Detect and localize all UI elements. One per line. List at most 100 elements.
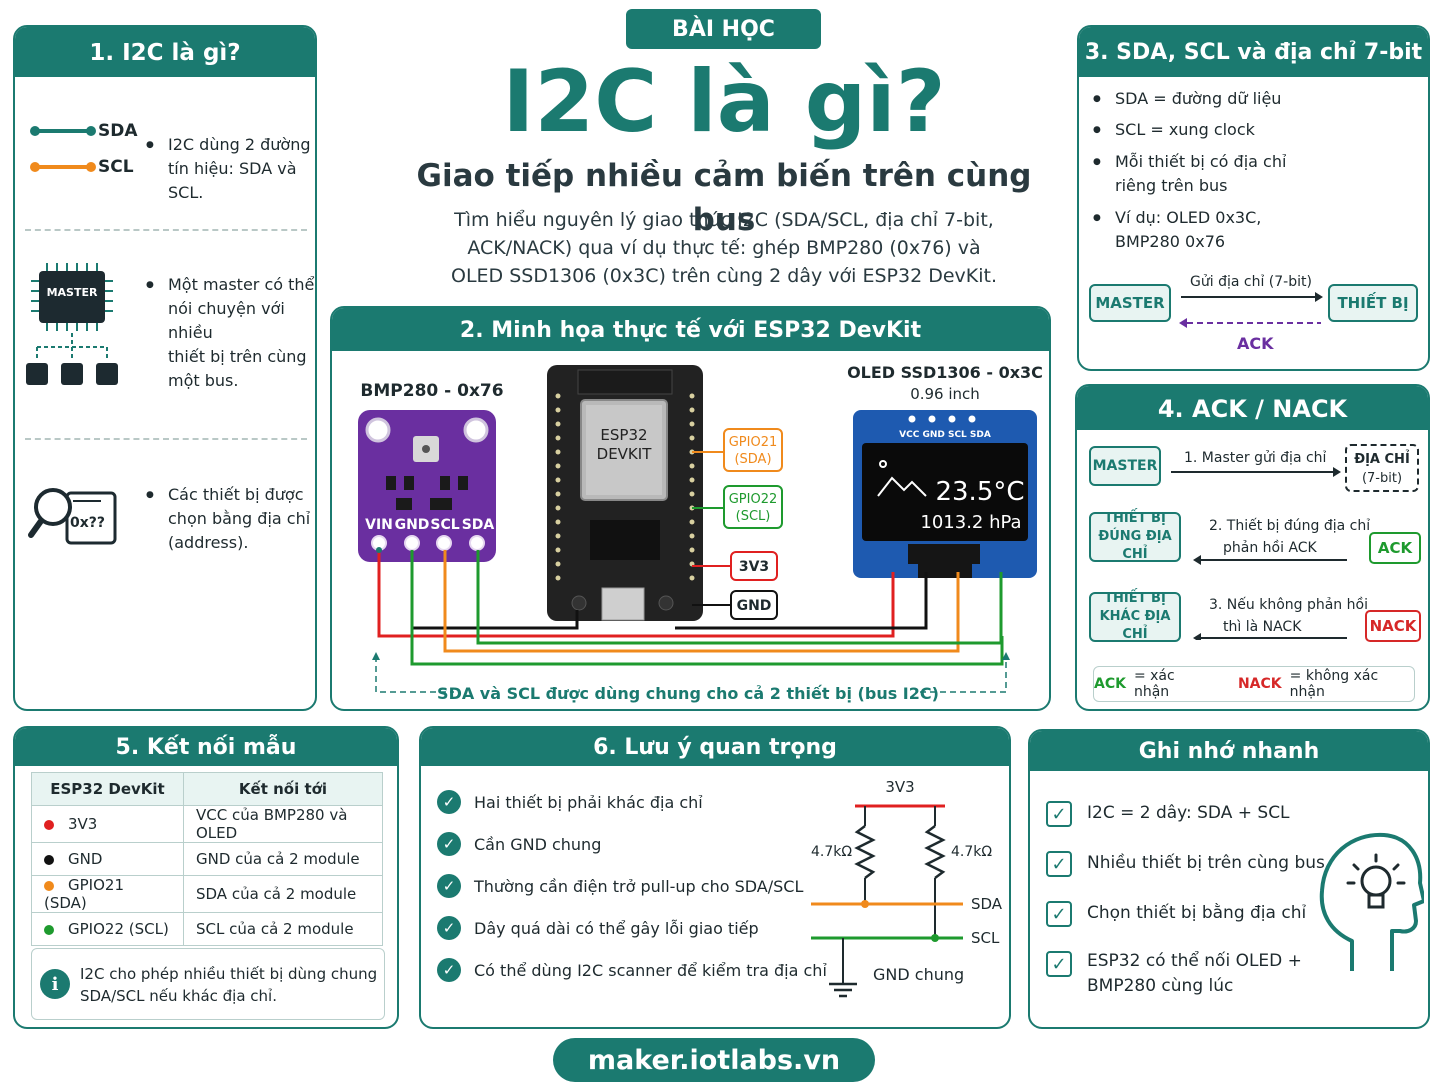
bullet-scl: SCL = xung clock	[1093, 118, 1255, 142]
checkbox-icon: ✓	[1046, 951, 1072, 977]
note-one-master: Một master có thể nói chuyện với nhiều t…	[146, 273, 315, 393]
address-arrows	[1179, 292, 1323, 328]
gpio22-label: GPIO22	[729, 492, 778, 507]
check-icon: ✓	[437, 832, 461, 856]
resistor-1-value: 4.7kΩ	[811, 844, 852, 860]
sda-label: SDA	[98, 121, 138, 141]
section-1-title: 1. I2C là gì?	[15, 27, 315, 77]
table-cell: GPIO21 (SDA)	[31, 875, 184, 913]
oled-temperature: 23.5°C	[935, 477, 1024, 507]
note-item: Cần GND chung	[474, 835, 602, 854]
section-2-title: 2. Minh họa thực tế với ESP32 DevKit	[332, 308, 1049, 351]
pin-name: GND	[68, 850, 103, 868]
address-placeholder: 0x??	[70, 515, 106, 531]
info-text-1: I2C cho phép nhiều thiết bị dùng chung	[80, 965, 378, 983]
step-2-line-1: 2. Thiết bị đúng địa chỉ	[1209, 518, 1371, 534]
section-important-notes: 6. Lưu ý quan trọng ✓ Hai thiết bị phải …	[419, 726, 1011, 1029]
note-two-lines-1: I2C dùng 2 đường	[168, 135, 311, 154]
note-item: Thường cần điện trở pull-up cho SDA/SCL	[474, 877, 804, 896]
step-3-line-1: 3. Nếu không phản hồi	[1209, 597, 1368, 613]
send-address-label: Gửi địa chỉ (7-bit)	[1190, 274, 1312, 290]
device-box: THIẾT BỊ	[1328, 284, 1418, 322]
nack-box: NACK	[1365, 610, 1421, 642]
oled-pin-labels: VCC GND SCL SDA	[899, 430, 991, 440]
master-chip-label: MASTER	[46, 286, 98, 299]
address-box-title: ĐỊA CHỈ	[1354, 452, 1410, 467]
gpio21-sub: (SDA)	[734, 452, 771, 467]
table-row: GND GND của cả 2 module	[31, 842, 383, 876]
address-box: ĐỊA CHỈ (7-bit)	[1345, 444, 1419, 492]
esp32-wiring-diagram: BMP280 - 0x76 VIN GND SCL SDA ESP32 DEVK…	[358, 363, 1043, 703]
checkbox-icon: ✓	[1046, 801, 1072, 827]
pin-name: GPIO22 (SCL)	[68, 920, 169, 938]
footer-website[interactable]: maker.iotlabs.vn	[553, 1038, 875, 1082]
note-address-2: chọn bằng địa chỉ	[168, 509, 311, 528]
note-item: Có thể dùng I2C scanner để kiểm tra địa …	[474, 961, 827, 980]
note-one-master-3: thiết bị trên cùng	[168, 347, 307, 366]
desc-line-1: Tìm hiểu nguyên lý giao thức I2C (SDA/SC…	[454, 209, 994, 231]
table-row: GPIO22 (SCL) SCL của cả 2 module	[31, 912, 383, 946]
info-note: i I2C cho phép nhiều thiết bị dùng chung…	[31, 948, 385, 1020]
checkbox-icon: ✓	[1046, 901, 1072, 927]
note-one-master-2: nói chuyện với nhiều	[168, 299, 285, 342]
legend-ack: ACK	[1094, 676, 1126, 692]
red-dot-icon	[44, 819, 54, 830]
section-4-title: 4. ACK / NACK	[1077, 386, 1428, 430]
recap-item-line-1: ESP32 có thể nối OLED +	[1087, 951, 1302, 971]
oled-pressure: 1013.2 hPa	[920, 512, 1021, 533]
bus-note: SDA và SCL được dùng chung cho cả 2 thiế…	[437, 684, 939, 703]
note-address-3: (address).	[168, 533, 249, 552]
oled-size: 0.96 inch	[910, 385, 980, 403]
gnd-label: GND	[737, 598, 772, 614]
esp32-label-1: ESP32	[600, 426, 647, 444]
common-ground-label: GND chung	[873, 965, 964, 984]
bmp-pin-vin: VIN	[365, 517, 393, 533]
master-box: MASTER	[1089, 284, 1171, 322]
recap-item: ESP32 có thể nối OLED + BMP280 cùng lúc	[1087, 949, 1302, 999]
section-6-title: 6. Lưu ý quan trọng	[421, 728, 1009, 766]
ack-nack-legend: ACK = xác nhận NACK = không xác nhận	[1093, 666, 1415, 702]
section-what-is-i2c: 1. I2C là gì? SDA SCL I2C dùng 2 đường t…	[13, 25, 317, 711]
note-item: Hai thiết bị phải khác địa chỉ	[474, 793, 703, 812]
table-cell: 3V3	[31, 805, 184, 843]
pullup-vcc: 3V3	[885, 778, 914, 796]
bullet-example-2: BMP280 0x76	[1115, 232, 1226, 251]
table-cell: SCL của cả 2 module	[183, 912, 383, 946]
pullup-resistor-diagram: 3V3 4.7kΩ 4.7kΩ SDA SCL GND chung	[811, 778, 1003, 998]
section-quick-recap: Ghi nhớ nhanh ✓ I2C = 2 dây: SDA + SCL ✓…	[1028, 729, 1430, 1029]
section-sda-scl-address: 3. SDA, SCL và địa chỉ 7-bit SDA = đường…	[1077, 25, 1430, 371]
bullet-example: Ví dụ: OLED 0x3C, BMP280 0x76	[1093, 206, 1262, 254]
table-cell: GND	[31, 842, 184, 876]
info-text: I2C cho phép nhiều thiết bị dùng chung S…	[80, 963, 377, 1007]
device-other-2: KHÁC ĐỊA CHỈ	[1099, 609, 1171, 642]
recap-item: Chọn thiết bị bằng địa chỉ	[1087, 903, 1307, 923]
table-cell: VCC của BMP280 và OLED	[183, 805, 383, 843]
table-cell: SDA của cả 2 module	[183, 875, 383, 913]
bmp280-label: BMP280 - 0x76	[360, 381, 503, 401]
master-box: MASTER	[1089, 446, 1161, 486]
legend-nack-text: = không xác nhận	[1289, 668, 1379, 700]
bullet-address-2: riêng trên bus	[1115, 176, 1228, 195]
magnifier-address-icon	[28, 488, 117, 545]
bullet-address-1: Mỗi thiết bị có địa chỉ	[1115, 152, 1287, 171]
note-two-lines-2: tín hiệu: SDA và SCL.	[168, 159, 297, 202]
page-subtitle: Giao tiếp nhiều cảm biến trên cùng bus	[416, 158, 1032, 238]
gpio22-sub: (SCL)	[736, 509, 771, 524]
table-row: GPIO21 (SDA) SDA của cả 2 module	[31, 875, 383, 913]
section-5-title: 5. Kết nối mẫu	[15, 728, 397, 766]
recap-item: Nhiều thiết bị trên cùng bus	[1087, 853, 1325, 873]
bmp-pin-gnd: GND	[395, 517, 430, 533]
bullet-example-1: Ví dụ: OLED 0x3C,	[1115, 208, 1262, 227]
page-description: Tìm hiểu nguyên lý giao thức I2C (SDA/SC…	[400, 206, 1048, 290]
note-one-master-1: Một master có thể	[168, 275, 315, 294]
pullup-scl-label: SCL	[971, 929, 1000, 947]
section-3-title: 3. SDA, SCL và địa chỉ 7-bit	[1079, 27, 1428, 77]
pin-name: GPIO21 (SDA)	[44, 876, 124, 912]
esp32-label-2: DEVKIT	[597, 445, 653, 463]
checkbox-icon: ✓	[1046, 851, 1072, 877]
resistor-2-value: 4.7kΩ	[951, 844, 992, 860]
legend-nack: NACK	[1237, 676, 1282, 692]
note-item: Dây quá dài có thể gây lỗi giao tiếp	[474, 919, 759, 938]
desc-line-2: ACK/NACK) qua ví dụ thực tế: ghép BMP280…	[467, 237, 981, 259]
